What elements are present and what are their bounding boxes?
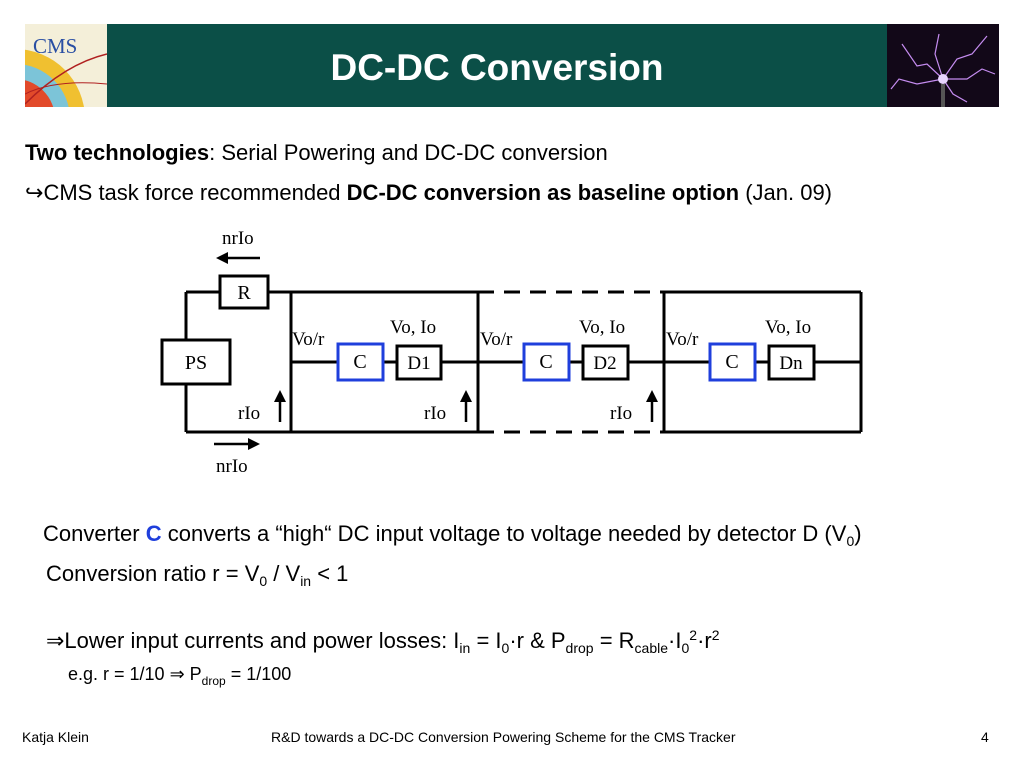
- converter-description: Converter C converts a “high“ DC input v…: [43, 521, 862, 549]
- return-current-label: rIo: [424, 403, 446, 424]
- detector-section-1: Vo/r Vo, Io C D1 rIo: [238, 317, 443, 424]
- formula-text: = I: [470, 628, 502, 653]
- formula-text: ·r: [697, 628, 712, 653]
- return-current-label: rIo: [610, 403, 632, 424]
- bottom-current-label: nrIo: [216, 456, 248, 477]
- formula-text: ⇒Lower input currents and power losses: …: [46, 628, 460, 653]
- subscript: 0: [501, 640, 510, 656]
- detector-label: D1: [407, 353, 430, 374]
- slide-title: DC-DC Conversion: [330, 47, 664, 88]
- logo-text: CMS: [33, 34, 78, 58]
- resistor-label: R: [237, 282, 251, 304]
- converter-box: [708, 342, 757, 382]
- superscript: 2: [689, 627, 698, 643]
- formula-text: ·I: [668, 628, 682, 653]
- cms-logo-graphic: [25, 49, 107, 107]
- converter-text-middle: converts a “high“ DC input voltage to vo…: [161, 521, 847, 546]
- losses-formula: ⇒Lower input currents and power losses: …: [46, 627, 720, 656]
- subscript: 0: [681, 640, 690, 656]
- converter-label: C: [539, 351, 552, 373]
- section-output-label: Vo, Io: [390, 317, 436, 338]
- subscript: drop: [565, 640, 594, 656]
- technologies-text: : Serial Powering and DC-DC conversion: [209, 140, 608, 165]
- footer-page-number: 4: [981, 729, 989, 745]
- recommendation-date: (Jan. 09): [739, 180, 833, 205]
- formula-text: = R: [593, 628, 635, 653]
- detector-section-2: Vo/r Vo, Io C D2 rIo: [424, 317, 630, 424]
- footer-talk-title: R&D towards a DC-DC Conversion Powering …: [271, 729, 736, 745]
- subscript: drop: [201, 674, 226, 688]
- plasma-image: [887, 24, 999, 107]
- powering-diagram: nrIo R PS nrIo Vo/r Vo, Io C D1 rIo Vo/r…: [160, 228, 863, 477]
- example-line: e.g. r = 1/10 ⇒ Pdrop = 1/100: [68, 664, 292, 688]
- section-input-label: Vo/r: [480, 329, 513, 350]
- ratio-text: / V: [267, 561, 301, 586]
- section-input-label: Vo/r: [666, 329, 699, 350]
- section-output-label: Vo, Io: [765, 317, 811, 338]
- hook-arrow-icon: ↪: [25, 180, 44, 205]
- converter-highlight: C: [145, 521, 162, 546]
- subscript: 0: [846, 533, 855, 549]
- power-supply-label: PS: [185, 352, 207, 374]
- plasma-graphic: [887, 24, 999, 107]
- converter-box: [522, 342, 571, 382]
- converter-text-start: Converter: [43, 521, 146, 546]
- superscript: 2: [711, 627, 720, 643]
- converter-box: [336, 342, 385, 382]
- subscript: cable: [634, 640, 669, 656]
- formula-text: ·r & P: [509, 628, 566, 653]
- recommendation-bold: DC-DC conversion as baseline option: [346, 180, 740, 205]
- subscript: in: [459, 640, 471, 656]
- detector-section-n: Vo/r Vo, Io C Dn rIo: [610, 317, 816, 424]
- example-text: = 1/100: [225, 664, 292, 684]
- detector-box: [767, 344, 816, 381]
- subscript: 0: [259, 573, 268, 589]
- section-output-label: Vo, Io: [579, 317, 625, 338]
- ratio-text: Conversion ratio r = V: [46, 561, 260, 586]
- technologies-line: Two technologies: Serial Powering and DC…: [25, 140, 608, 166]
- detector-box: [395, 344, 443, 381]
- subscript: in: [300, 573, 312, 589]
- converter-label: C: [353, 351, 366, 373]
- conversion-ratio: Conversion ratio r = V0 / Vin < 1: [46, 561, 349, 589]
- example-text: e.g. r = 1/10 ⇒ P: [68, 664, 202, 684]
- footer-author: Katja Klein: [22, 729, 89, 745]
- power-supply-box: [160, 338, 232, 386]
- cms-logo: CMS: [25, 24, 107, 107]
- recommendation-line: ↪CMS task force recommended DC-DC conver…: [25, 180, 832, 206]
- bottom-current-arrow: [214, 438, 260, 450]
- detector-box: [581, 344, 630, 381]
- section-input-label: Vo/r: [292, 329, 325, 350]
- top-current-label: nrIo: [222, 228, 254, 249]
- converter-label: C: [725, 351, 738, 373]
- ratio-text: < 1: [311, 561, 349, 586]
- recommendation-start: CMS task force recommended: [43, 180, 347, 205]
- top-current-arrow: [216, 252, 260, 264]
- return-current-label: rIo: [238, 403, 260, 424]
- detector-label: Dn: [779, 353, 803, 374]
- resistor-box: [218, 274, 270, 310]
- converter-text-end: ): [854, 521, 862, 546]
- technologies-label: Two technologies: [25, 140, 210, 165]
- title-bar: [25, 24, 999, 107]
- detector-label: D2: [593, 353, 616, 374]
